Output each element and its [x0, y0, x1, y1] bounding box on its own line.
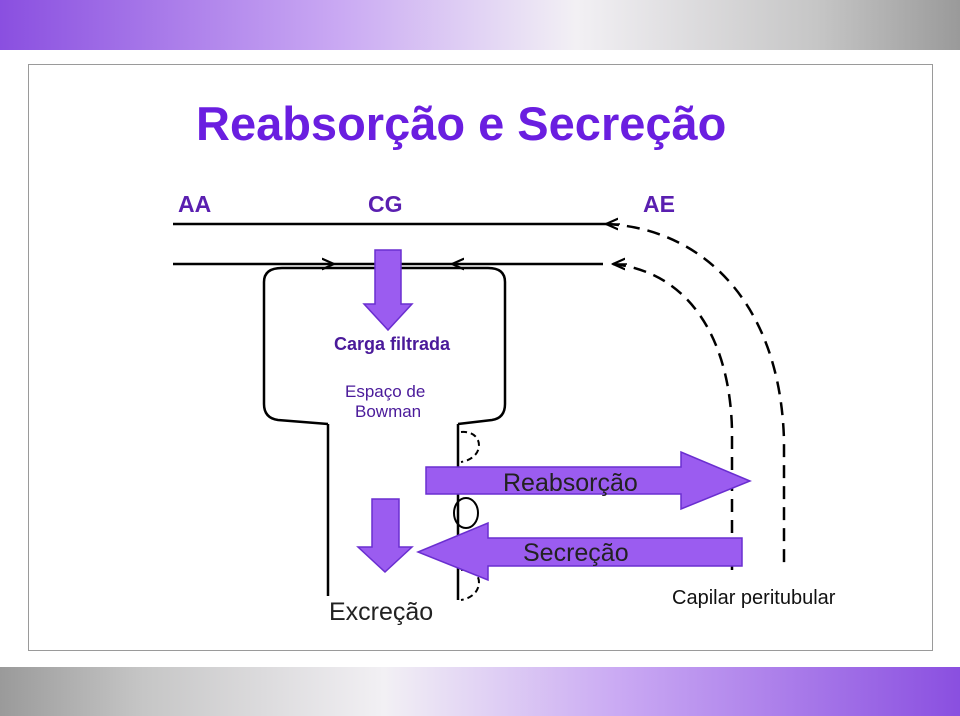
label-ae: AE [643, 191, 675, 217]
efferent-arteriole-inner-dashed [612, 262, 734, 570]
tubular-cell-dashed-top [460, 430, 480, 463]
bottom-decorative-band [0, 667, 960, 716]
top-decorative-band [0, 0, 960, 50]
slide-title: Reabsorção e Secreção [196, 97, 727, 150]
filtration-arrow [362, 249, 414, 332]
efferent-arteriole-outer-dashed [605, 222, 786, 570]
label-reabsorcao: Reabsorção [503, 469, 638, 497]
label-carga-filtrada: Carga filtrada [334, 334, 451, 354]
reabsorption-arrow [425, 450, 752, 511]
label-secrecao: Secreção [523, 539, 629, 567]
label-bowman: Bowman [355, 402, 421, 421]
label-aa: AA [178, 191, 211, 217]
label-excrecao: Excreção [329, 598, 433, 626]
tubular-cell-solid [453, 497, 479, 529]
label-espaco-de: Espaço de [345, 382, 425, 401]
label-capilar-peritubular: Capilar peritubular [672, 587, 836, 609]
excretion-arrow [356, 498, 414, 574]
slide-frame [28, 64, 933, 651]
secretion-arrow [416, 521, 743, 582]
label-cg: CG [368, 191, 403, 217]
